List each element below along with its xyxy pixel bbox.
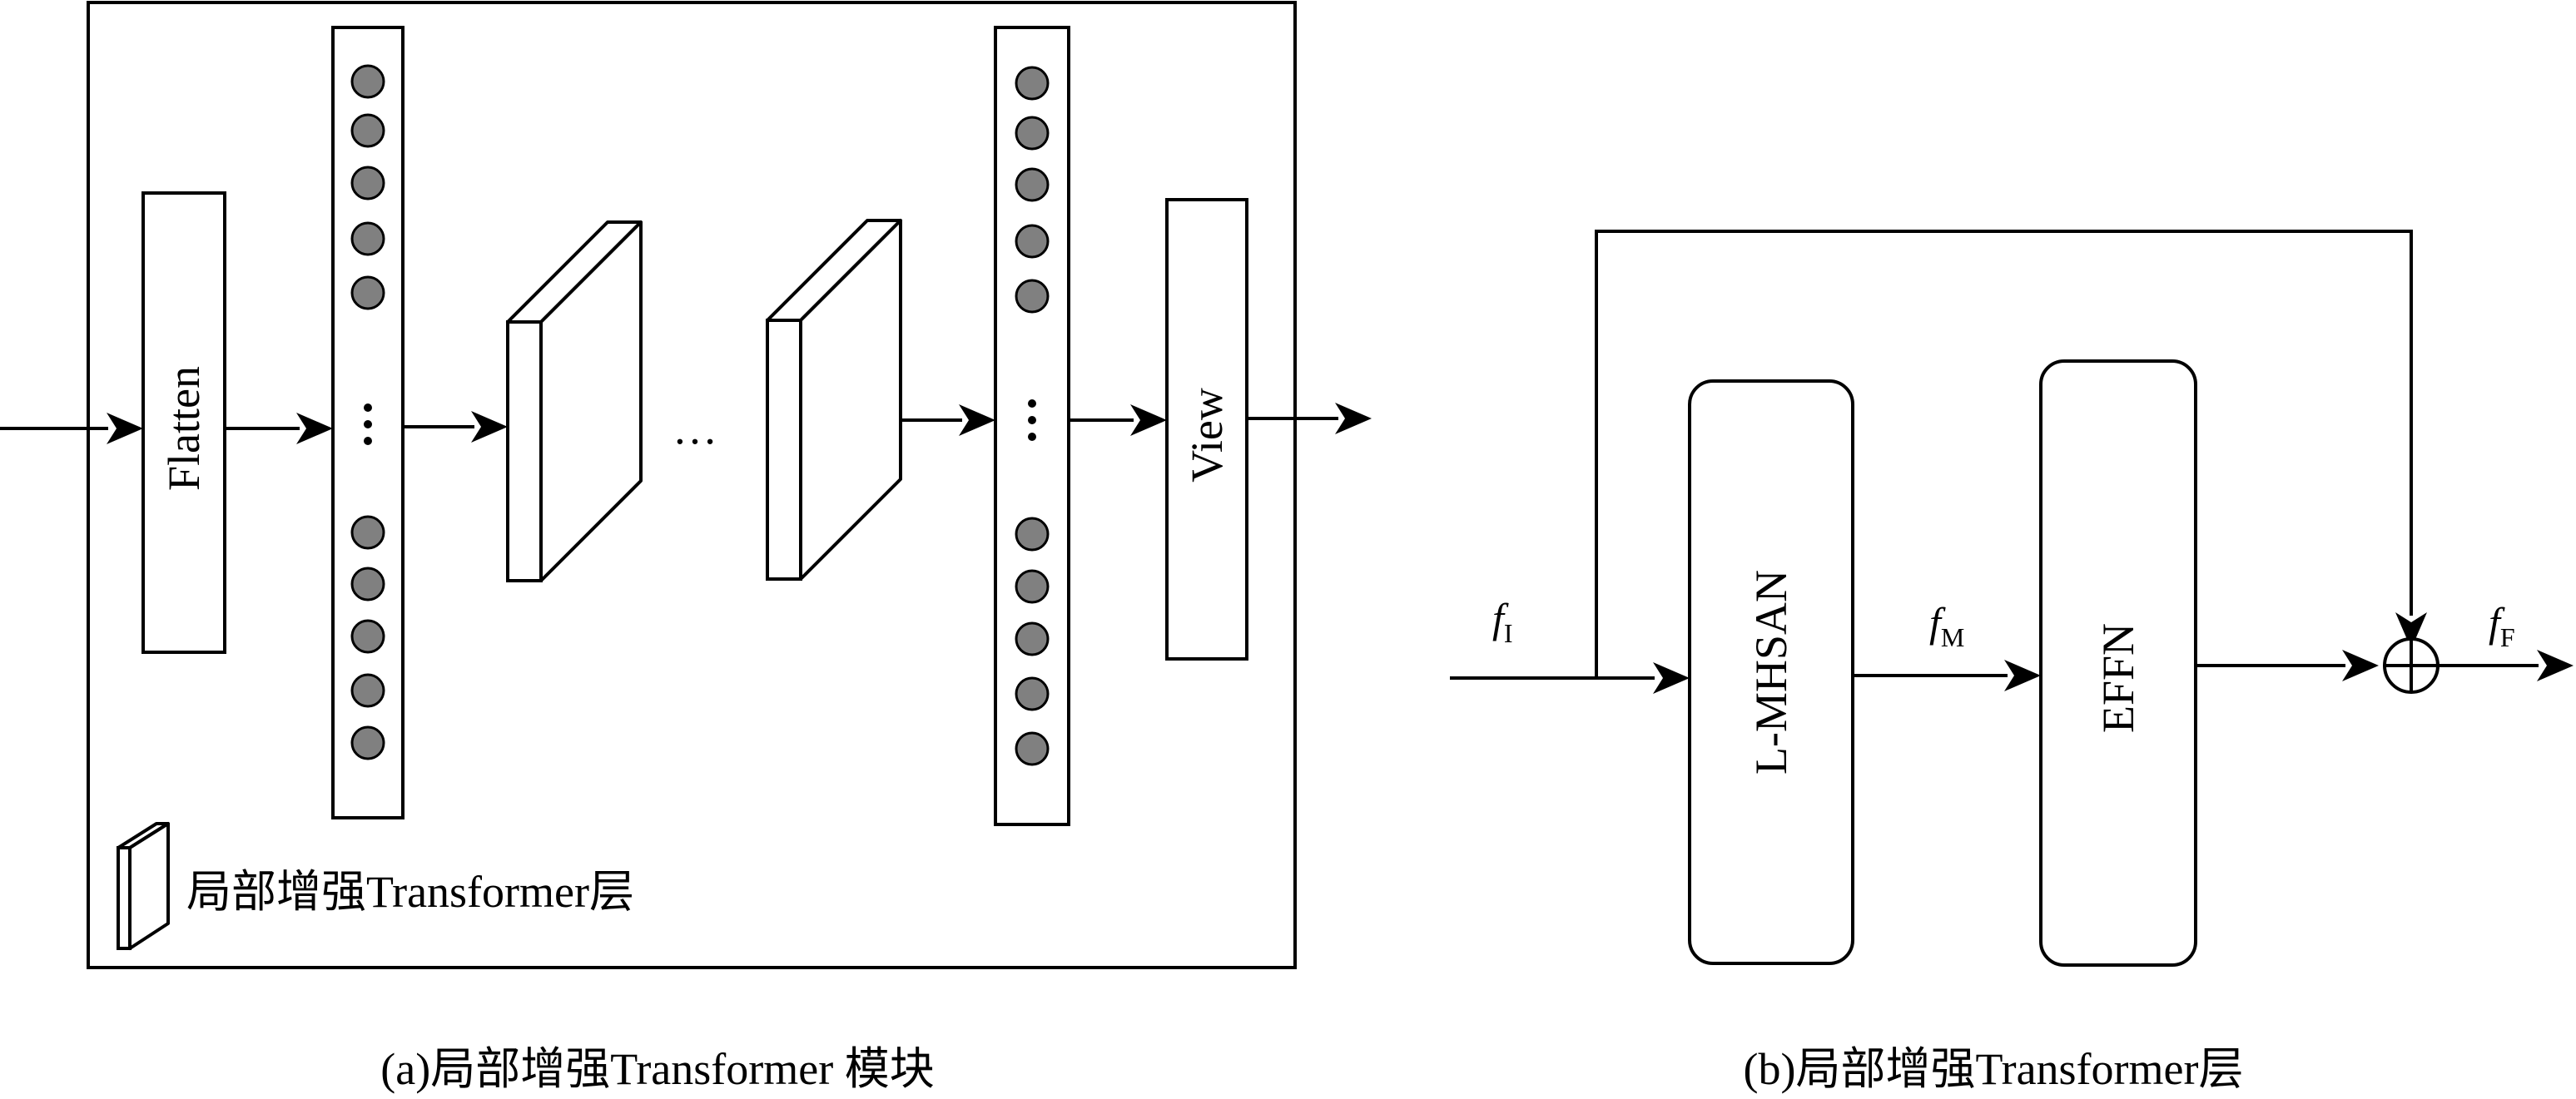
caption-b: (b)局部增强Transformer层 [1744, 1044, 2244, 1094]
vertical-dot [1028, 416, 1036, 424]
token-vector-left [331, 26, 405, 819]
token-node [1015, 676, 1050, 711]
layer-ellipsis: … [673, 403, 717, 453]
f-input-label: fI [1492, 595, 1513, 648]
panel-b: fI L-MHSAN fM EFFN fF [1450, 230, 2574, 1094]
output-arrow [1247, 403, 1372, 434]
transformer-layer-block-2 [766, 219, 902, 581]
token-node [350, 166, 385, 200]
flatten-label: Flatten [159, 366, 209, 491]
token-node [350, 221, 385, 256]
vertical-dot [1028, 433, 1036, 441]
arrowhead-into-effn [2004, 660, 2041, 691]
arrowhead-into-sum [2395, 612, 2427, 649]
f-output-subscript: F [2500, 622, 2515, 652]
flatten-block [141, 191, 226, 654]
token-node [1015, 167, 1050, 202]
token-node [350, 275, 385, 310]
f-mid-subscript: M [1941, 622, 1964, 652]
vertical-dot [364, 420, 372, 428]
token-node [350, 64, 385, 99]
panel-a: Flatten [0, 1, 1372, 1094]
token-node [350, 113, 385, 148]
view-label: View [1182, 388, 1232, 483]
input-arrow [0, 413, 143, 444]
f-input-subscript: I [1504, 618, 1513, 648]
arrow-vector-to-view [1069, 404, 1167, 436]
effn-label: EFFN [2093, 623, 2143, 733]
arrow-flatten-to-vector [225, 413, 333, 444]
token-node [1015, 621, 1050, 656]
arrowhead-into-lmhsan [1653, 662, 1690, 694]
vertical-dot [1028, 399, 1036, 408]
token-node [1015, 66, 1050, 101]
vertical-dot [364, 403, 372, 412]
token-node [1015, 517, 1050, 552]
token-node [350, 515, 385, 550]
arrowhead-effn-into-sum [2342, 650, 2379, 681]
token-node [1015, 569, 1050, 604]
panel-a-frame [87, 1, 1297, 969]
token-node [350, 725, 385, 760]
arrow-layer-to-vector [901, 404, 995, 436]
token-node [1015, 116, 1050, 151]
lmhsan-block [1688, 379, 1854, 965]
token-vector-right [994, 26, 1070, 826]
f-output-label: fF [2489, 599, 2515, 652]
effn-block [2039, 359, 2197, 967]
lmhsan-label: L-MHSAN [1746, 570, 1796, 775]
token-node [350, 567, 385, 601]
legend-layer-icon [117, 822, 170, 950]
view-block [1165, 198, 1248, 661]
token-node [350, 619, 385, 654]
arrow-vector-to-layer [403, 411, 508, 443]
sum-node [2383, 637, 2440, 694]
legend-label: 局部增强Transformer层 [186, 867, 634, 917]
vertical-dot [364, 437, 372, 445]
token-node [1015, 731, 1050, 766]
residual-connection [1595, 230, 2413, 678]
transformer-layer-block-1 [506, 220, 643, 582]
arrowhead-output-b [2537, 650, 2574, 681]
token-node [1015, 279, 1050, 314]
caption-a: (a)局部增强Transformer 模块 [380, 1044, 934, 1094]
legend: 局部增强Transformer层 [117, 822, 634, 950]
token-node [350, 673, 385, 708]
token-node [1015, 224, 1050, 259]
f-mid-label: fM [1929, 599, 1964, 652]
